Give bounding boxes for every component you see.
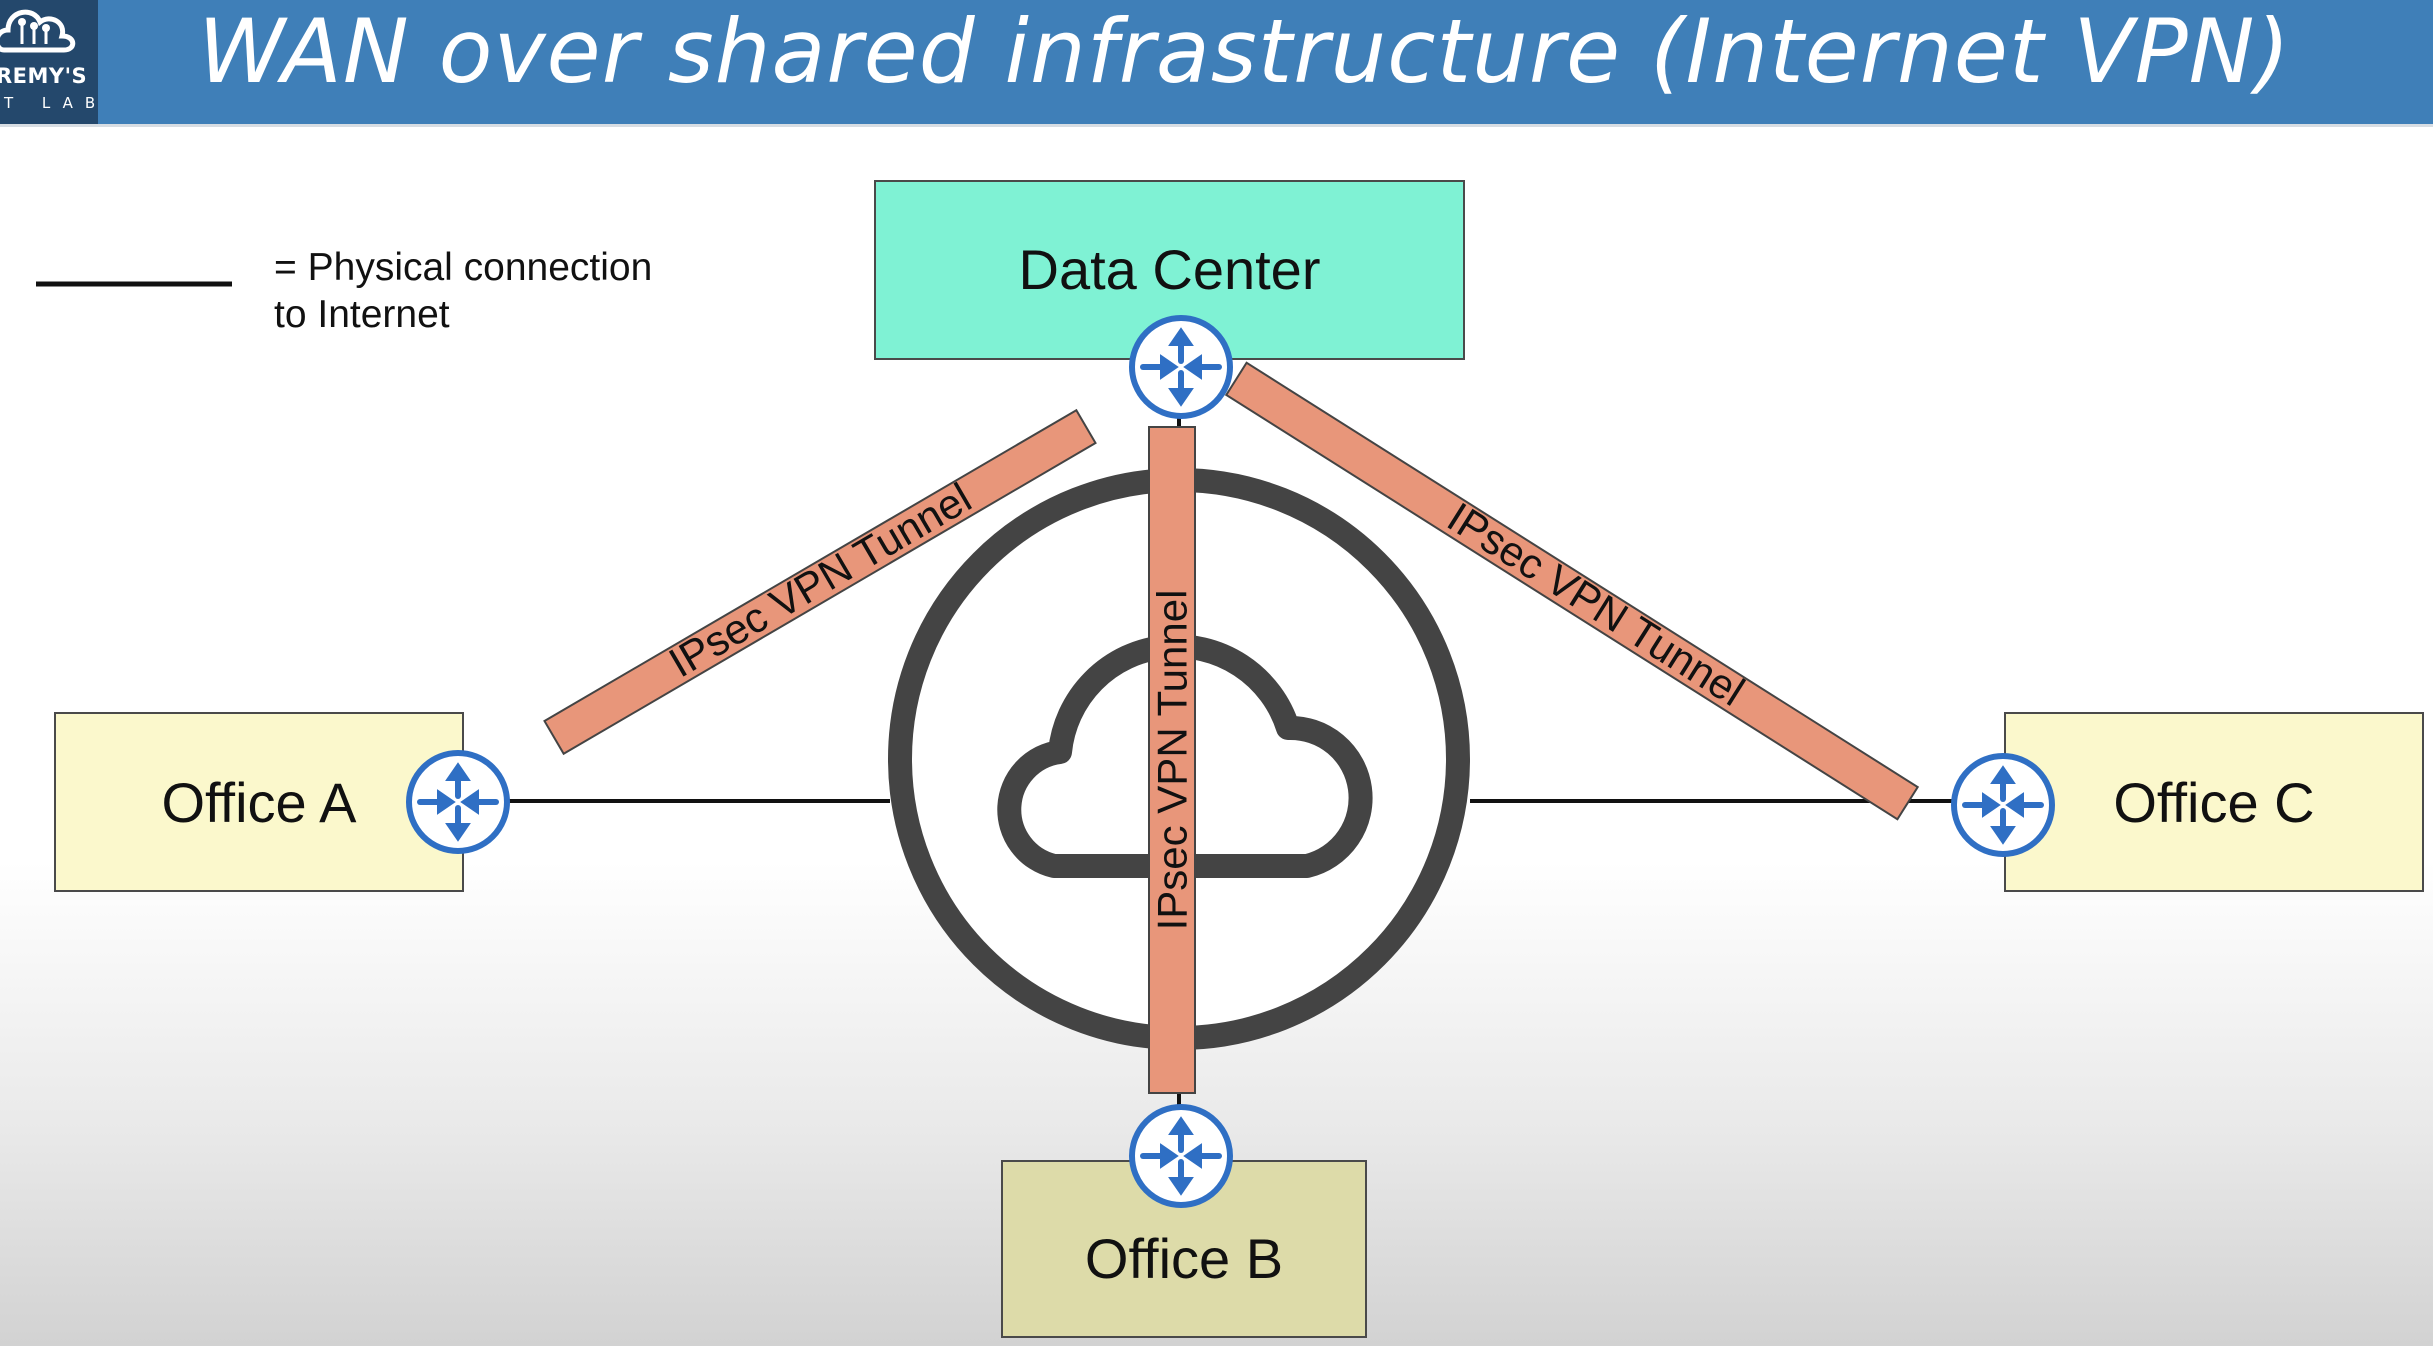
router-icon bbox=[409, 753, 507, 851]
logo-subtext: T LAB bbox=[4, 94, 98, 112]
brand-logo: REMY'S T LAB bbox=[0, 0, 98, 124]
data-center-label: Data Center bbox=[1018, 238, 1321, 301]
page-title: WAN over shared infrastructure (Internet… bbox=[198, 0, 2291, 103]
logo-text: REMY'S bbox=[0, 64, 88, 88]
title-banner: REMY'S T LAB WAN over shared infrastruct… bbox=[0, 0, 2433, 127]
legend-label-line1: = Physical connection bbox=[274, 246, 653, 289]
office-a-label: Office A bbox=[161, 770, 357, 834]
office-c-box: Office C bbox=[2004, 712, 2424, 892]
tunnel-dc-office-c-label: IPsec VPN Tunnel bbox=[1439, 493, 1752, 715]
router-icon bbox=[1132, 1107, 1230, 1205]
office-b-label: Office B bbox=[1084, 1227, 1284, 1290]
legend-label-line2: to Internet bbox=[274, 293, 450, 336]
legend-label: = Physical connection to Internet bbox=[274, 244, 652, 338]
office-c-label: Office C bbox=[2113, 770, 2315, 834]
tunnel-dc-office-b-label: IPsec VPN Tunnel bbox=[1149, 590, 1196, 931]
router-icon bbox=[1954, 756, 2052, 854]
tunnel-dc-office-b: IPsec VPN Tunnel bbox=[1148, 426, 1196, 1094]
router-icon bbox=[1132, 318, 1230, 416]
cloud-circuit-logo-icon bbox=[0, 9, 76, 53]
office-a-box: Office A bbox=[54, 712, 464, 892]
